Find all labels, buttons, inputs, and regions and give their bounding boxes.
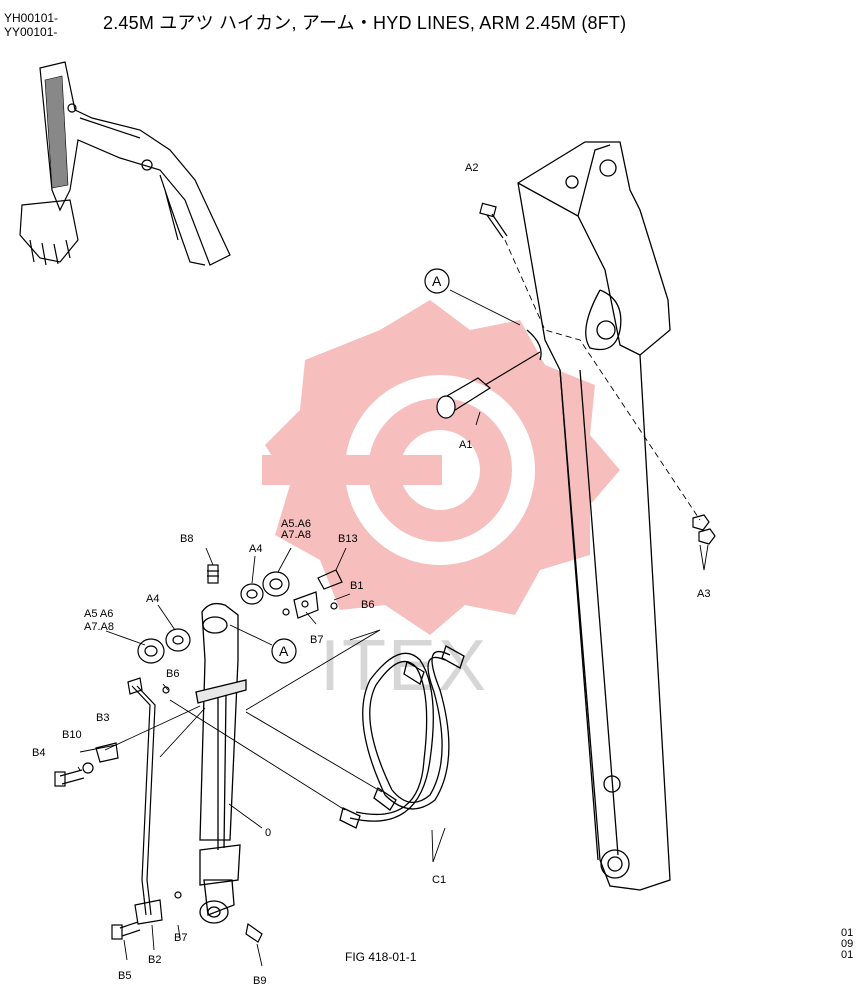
label-b6-lower: B6	[166, 668, 179, 680]
serial-range-2: YY00101-	[4, 25, 58, 39]
watermark-gear	[262, 300, 620, 635]
label-b9: B9	[253, 975, 266, 987]
svg-text:A: A	[279, 643, 289, 659]
callout-a-top: A	[424, 268, 450, 294]
label-b1: B1	[350, 580, 363, 592]
label-a7a8-lower: A7.A8	[84, 621, 114, 633]
serial-range-1: YH00101-	[4, 11, 59, 25]
svg-text:A: A	[432, 273, 442, 289]
leader-lines	[77, 289, 709, 967]
pin-a1	[436, 351, 541, 419]
label-b7-upper: B7	[310, 634, 323, 646]
seals-lower	[137, 628, 191, 664]
grease-pipe-left	[54, 677, 263, 943]
label-b3: B3	[96, 712, 109, 724]
seals-upper	[240, 571, 290, 605]
label-zero: 0	[265, 827, 271, 839]
page-title: 2.45M ユアツ ハイカン, アーム・HYD LINES, ARM 2.45M…	[103, 13, 627, 33]
part-labels: A2 A1 A3 A4 A5.A6 A7.A8 A4 A5 A6 A7.A8 B…	[32, 162, 710, 987]
label-b10: B10	[62, 729, 82, 741]
label-b2: B2	[148, 954, 161, 966]
page-code-line-1: 01	[841, 927, 854, 939]
callout-a-lower: A	[271, 638, 297, 664]
watermark-text: ITEX	[320, 626, 488, 706]
figure-caption: FIG 418-01-1	[345, 950, 417, 964]
hoses-c1	[339, 645, 465, 829]
nut-a3	[692, 514, 716, 545]
excavator-overview-icon	[19, 61, 231, 266]
dashed-assembly-lines	[504, 239, 701, 521]
label-a4-lower: A4	[146, 593, 159, 605]
label-c1: C1	[432, 874, 446, 886]
page-code-line-2: 09	[841, 938, 854, 950]
label-a7a8-upper: A7.A8	[281, 529, 311, 541]
label-a5a6-lower: A5 A6	[84, 608, 113, 620]
grease-fitting-b8	[207, 564, 219, 584]
label-b7-lower: B7	[174, 932, 187, 944]
label-b8: B8	[180, 533, 193, 545]
label-b4: B4	[32, 747, 45, 759]
cylinder-assembly	[195, 602, 247, 924]
arm-body	[517, 141, 671, 891]
page-code-line-3: 01	[841, 949, 854, 961]
bolt-a2	[479, 202, 508, 239]
label-a5a6-upper: A5.A6	[281, 518, 311, 530]
label-a4-upper: A4	[249, 543, 262, 555]
label-a3: A3	[697, 588, 710, 600]
label-b6-upper: B6	[361, 599, 374, 611]
label-b13: B13	[338, 533, 358, 545]
label-a2: A2	[465, 162, 478, 174]
label-a1: A1	[459, 439, 472, 451]
fitting-b1	[282, 569, 343, 619]
page-code: 01 09 01	[841, 928, 853, 961]
label-b5: B5	[118, 970, 131, 982]
